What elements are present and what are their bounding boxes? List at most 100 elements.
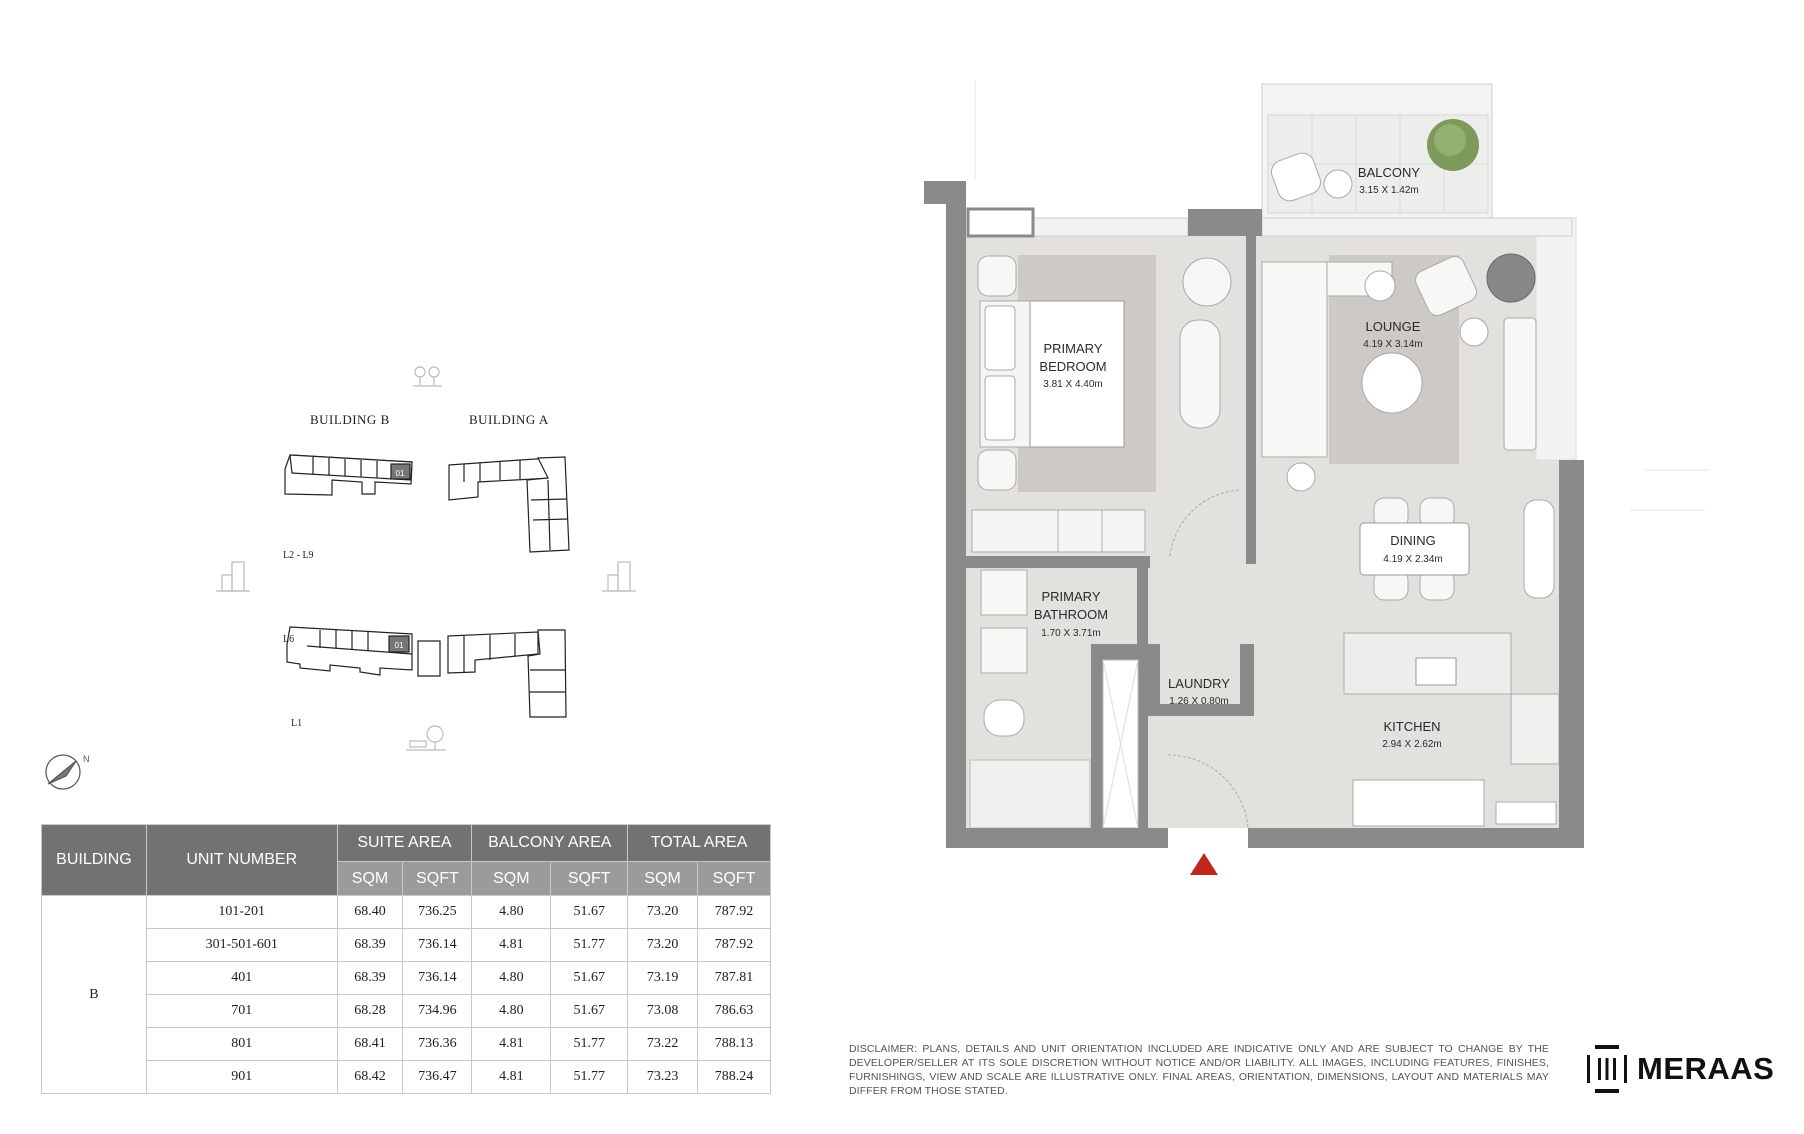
area-value-cell: 51.77: [550, 928, 629, 962]
area-value-cell: 73.20: [627, 895, 699, 929]
building-b-upper-plan: [284, 454, 413, 496]
unit-number-cell: 301-501-601: [145, 928, 338, 962]
area-value-cell: 4.80: [471, 994, 552, 1028]
area-value-cell: 68.41: [336, 1027, 404, 1061]
disclaimer-text: DISCLAIMER: PLANS, DETAILS AND UNIT ORIE…: [849, 1043, 1549, 1097]
room-dims-lounge: 4.19 X 3.14m: [1363, 339, 1422, 350]
area-value-cell: 51.67: [550, 895, 629, 929]
room-label-laundry: LAUNDRY: [1168, 676, 1230, 691]
area-value-cell: 4.81: [471, 1060, 552, 1094]
header-sqft: SQFT: [402, 861, 473, 896]
room-dims-laundry: 1.26 X 0.80m: [1169, 696, 1228, 707]
unit-number-cell: 801: [145, 1027, 338, 1061]
room-label-dining: DINING: [1390, 533, 1436, 548]
header-sqm: SQM: [336, 861, 404, 896]
area-value-cell: 736.25: [402, 895, 473, 929]
unit-number-cell: 901: [145, 1060, 338, 1094]
room-label-bedroom-2: BEDROOM: [1039, 359, 1106, 374]
area-value-cell: 68.42: [336, 1060, 404, 1094]
building-b-label: BUILDING B: [310, 412, 390, 427]
header-total-area: TOTAL AREA: [627, 824, 771, 862]
building-b-lower-plan: [286, 626, 441, 677]
area-table: BUILDING UNIT NUMBER SUITE AREA BALCONY …: [41, 824, 771, 1094]
area-value-cell: 73.08: [627, 994, 699, 1028]
area-value-cell: 786.63: [697, 994, 771, 1028]
area-value-cell: 788.13: [697, 1027, 771, 1061]
building-a-lower-plan: [447, 629, 567, 718]
header-sqm: SQM: [627, 861, 699, 896]
room-label-bedroom-1: PRIMARY: [1044, 341, 1103, 356]
room-dims-bathroom: 1.70 X 3.71m: [1041, 628, 1100, 639]
unit-number-cell: 701: [145, 994, 338, 1028]
meraas-logo-mark: [1587, 1045, 1627, 1093]
area-value-cell: 73.20: [627, 928, 699, 962]
level-label-l1: L1: [291, 718, 303, 729]
walls: [924, 181, 1584, 848]
area-value-cell: 4.80: [471, 895, 552, 929]
area-value-cell: 736.47: [402, 1060, 473, 1094]
entrance-marker: [1190, 853, 1218, 875]
header-balcony-area: BALCONY AREA: [471, 824, 629, 862]
city-building-icon-left: [216, 561, 250, 592]
area-value-cell: 787.92: [697, 895, 771, 929]
meraas-logo: MERAAS: [1585, 1045, 1774, 1093]
compass-icon: [45, 754, 81, 790]
area-value-cell: 68.40: [336, 895, 404, 929]
unit-tag-lower: 01: [395, 641, 404, 650]
header-sqm: SQM: [471, 861, 552, 896]
unit-tag-upper: 01: [396, 469, 405, 478]
header-sqft: SQFT: [550, 861, 629, 896]
park-bench-icon: [406, 725, 446, 751]
area-value-cell: 734.96: [402, 994, 473, 1028]
floor-plan: [924, 80, 1710, 875]
unit-number-cell: 401: [145, 961, 338, 995]
area-value-cell: 736.36: [402, 1027, 473, 1061]
area-value-cell: 51.67: [550, 994, 629, 1028]
area-value-cell: 4.80: [471, 961, 552, 995]
room-label-lounge: LOUNGE: [1366, 319, 1421, 334]
area-value-cell: 736.14: [402, 961, 473, 995]
area-value-cell: 51.67: [550, 961, 629, 995]
room-dims-dining: 4.19 X 2.34m: [1383, 554, 1442, 565]
header-building: BUILDING: [41, 824, 147, 896]
city-building-icon-right: [602, 561, 636, 592]
header-sqft: SQFT: [697, 861, 771, 896]
level-label-upper: L2 - L9: [283, 550, 314, 561]
building-a-upper-plan: [448, 456, 570, 553]
room-label-balcony: BALCONY: [1358, 165, 1420, 180]
area-value-cell: 787.92: [697, 928, 771, 962]
area-value-cell: 73.22: [627, 1027, 699, 1061]
building-cell: B: [41, 895, 147, 1094]
room-label-kitchen: KITCHEN: [1383, 719, 1440, 734]
room-dims-balcony: 3.15 X 1.42m: [1359, 185, 1418, 196]
area-value-cell: 736.14: [402, 928, 473, 962]
room-dims-kitchen: 2.94 X 2.62m: [1382, 739, 1441, 750]
building-a-label: BUILDING A: [469, 412, 549, 427]
header-suite-area: SUITE AREA: [336, 824, 473, 862]
area-value-cell: 788.24: [697, 1060, 771, 1094]
area-value-cell: 68.39: [336, 928, 404, 962]
area-value-cell: 73.19: [627, 961, 699, 995]
area-value-cell: 4.81: [471, 1027, 552, 1061]
header-unit-number: UNIT NUMBER: [145, 824, 338, 896]
balcony-area: [1261, 83, 1493, 219]
area-value-cell: 4.81: [471, 928, 552, 962]
area-value-cell: 51.77: [550, 1027, 629, 1061]
compass-north-label: N: [83, 754, 90, 764]
area-value-cell: 68.28: [336, 994, 404, 1028]
side-table-dark: [1486, 253, 1536, 303]
area-value-cell: 787.81: [697, 961, 771, 995]
level-label-l6: L6: [283, 634, 295, 645]
area-value-cell: 73.23: [627, 1060, 699, 1094]
meraas-logo-text: MERAAS: [1637, 1051, 1775, 1086]
area-value-cell: 51.77: [550, 1060, 629, 1094]
room-label-bathroom-2: BATHROOM: [1034, 607, 1108, 622]
unit-number-cell: 101-201: [145, 895, 338, 929]
